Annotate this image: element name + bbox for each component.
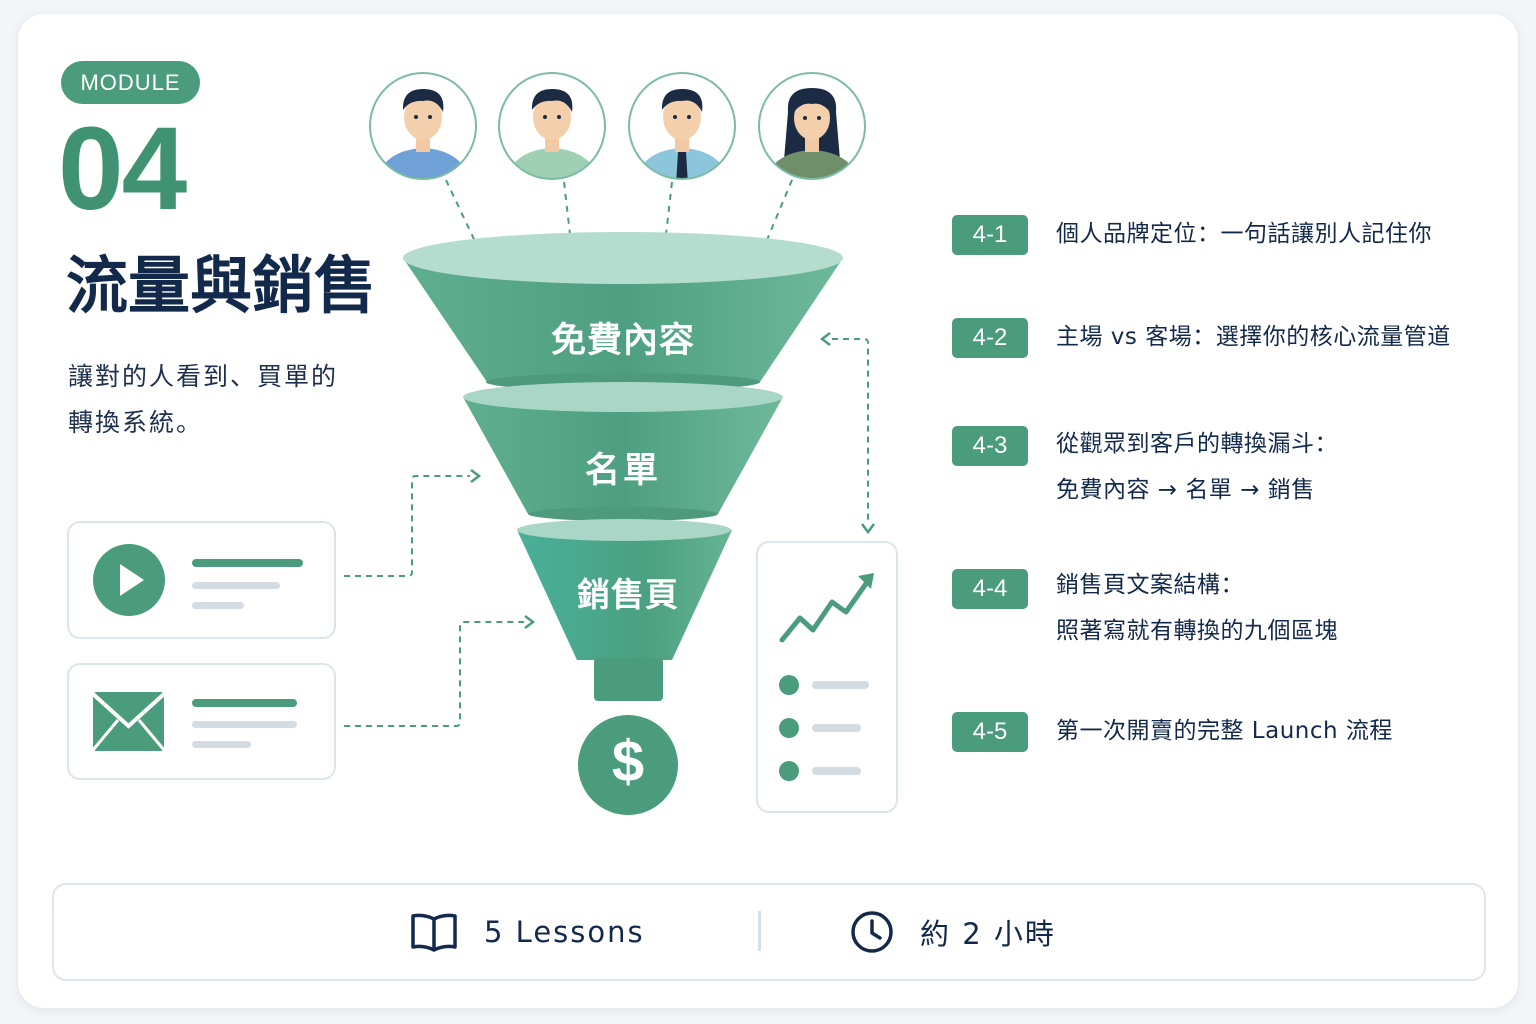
lesson-tag: 4-1 [952,215,1028,255]
avatar-frame [758,72,866,180]
lessons-count: 5 Lessons [410,885,645,979]
lesson-title[interactable]: 第一次開賣的完整 Launch 流程 [1056,708,1393,754]
funnel-stage-3 [517,519,732,701]
funnel-label-free-content: 免費內容 [550,321,695,361]
duration-text: 約 2 小時 [920,917,1056,951]
lesson-tag: 4-4 [952,569,1028,609]
avatar-icon [629,73,735,179]
module-card [18,14,1518,1008]
module-title: 流量與銷售 [66,249,377,322]
email-card [67,663,336,780]
lesson-line: 免費內容 → 名單 → 銷售 [1056,477,1315,503]
avatar-icon [499,73,605,179]
lesson-line: 個人品牌定位：一句話讓別人記住你 [1056,221,1432,247]
lesson-title[interactable]: 主場 vs 客場：選擇你的核心流量管道 [1056,314,1451,360]
avatar-frame [498,72,606,180]
funnel-label-list: 名單 [584,451,661,491]
subtitle-line: 轉換系統。 [68,408,204,437]
book-icon [411,913,457,952]
lesson-line: 第一次開賣的完整 Launch 流程 [1056,718,1393,744]
arrow-heads [470,332,875,629]
lesson-title[interactable]: 從觀眾到客戶的轉換漏斗： 免費內容 → 名單 → 銷售 [1056,421,1338,513]
avatar-frame [369,72,477,180]
module-footer: 5 Lessons 約 2 小時 [52,883,1486,981]
lesson-title[interactable]: 個人品牌定位：一句話讓別人記住你 [1056,211,1432,257]
module-badge: MODULE [61,61,200,104]
lesson-tag: 4-5 [952,712,1028,752]
funnel-label-sales-page: 銷售頁 [577,575,679,614]
avatar-frame [628,72,736,180]
lesson-line: 從觀眾到客戶的轉換漏斗： [1056,431,1338,457]
dollar-icon [578,715,678,815]
avatar-icon [759,73,865,179]
clock-icon [851,911,893,953]
lesson-line: 主場 vs 客場：選擇你的核心流量管道 [1056,324,1451,350]
dollar-symbol: $ [611,729,645,794]
subtitle-line: 讓對的人看到、買單的 [68,362,339,391]
growth-chart-icon [779,573,874,643]
funnel-stage-2 [463,382,783,521]
module-number: 04 [58,103,187,235]
lesson-tag: 4-3 [952,426,1028,466]
video-card [67,521,336,639]
analytics-card [756,541,898,813]
lesson-tag: 4-2 [952,318,1028,358]
lesson-line: 銷售頁文案結構： [1056,572,1244,598]
flow-connectors [344,338,869,727]
module-subtitle: 讓對的人看到、買單的 轉換系統。 [68,354,388,446]
avatar-icon [370,73,476,179]
duration: 約 2 小時 [850,885,1056,979]
footer-divider [758,911,761,951]
lesson-line: 照著寫就有轉換的九個區塊 [1056,618,1338,644]
lessons-count-text: 5 Lessons [484,915,645,949]
lesson-title[interactable]: 銷售頁文案結構： 照著寫就有轉換的九個區塊 [1056,562,1338,654]
mail-icon [91,692,166,751]
